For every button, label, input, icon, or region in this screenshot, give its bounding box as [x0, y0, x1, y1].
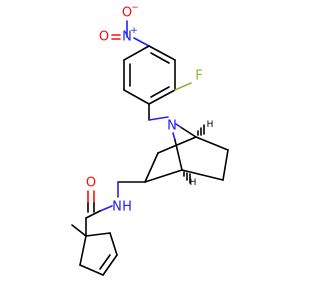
svg-text:H: H: [122, 200, 132, 215]
bridge-c7-bond: [181, 169, 224, 181]
stereo-hash-bottom: [183, 171, 191, 184]
cp-bond-3: [102, 254, 118, 276]
cp-bond-1: [85, 232, 111, 237]
methylcyclopentene: [71, 217, 118, 276]
ring-bond-6: [123, 45, 150, 61]
svg-text:N: N: [112, 200, 122, 215]
svg-text:N: N: [122, 30, 132, 45]
ring-bond-1: [148, 45, 176, 61]
stereo-h-bottom: H: [190, 178, 197, 188]
ring-bond-3: [148, 89, 176, 105]
ring-double-2: [150, 86, 170, 98]
svg-text:−: −: [131, 3, 139, 13]
bridge-c6-bond: [195, 136, 229, 151]
ring-c3-bond: [144, 152, 159, 183]
n-carbonyl-bond-c: [85, 210, 101, 219]
cp-bond-5: [79, 235, 87, 266]
atom-n-bridge: N: [167, 119, 177, 134]
fluorophenyl-ring: [123, 45, 176, 105]
structure-canvas: O − N + O F N H H N H O: [71, 3, 229, 276]
ring-bond-4: [123, 89, 150, 105]
atom-n-amide: N H: [112, 200, 132, 215]
atom-fluorine: F: [195, 69, 202, 84]
aryl-n-bond-n: [148, 116, 169, 121]
stereo-hash-top: [197, 124, 205, 136]
cp-bond-4: [79, 264, 104, 276]
svg-text:+: +: [130, 26, 138, 36]
nitro-group: [111, 20, 150, 47]
stereo-h-top: H: [207, 120, 214, 130]
cp-bond-2: [109, 232, 118, 256]
n-ring-bond: [133, 37, 150, 47]
ring-c2-bond: [157, 136, 197, 154]
atom-o-minus: O −: [122, 3, 139, 21]
molecule-diagram: O − N + O F N H H N H O: [71, 3, 229, 276]
ring-c4-bond: [144, 169, 183, 183]
n-carbonyl-bond: [99, 205, 113, 212]
bridge-c6-c7-bond: [222, 149, 229, 181]
c-f-bond: [174, 82, 192, 91]
n-bridgehead-bond-top-c: [181, 127, 197, 138]
cp-double-inner: [99, 254, 111, 270]
svg-text:O: O: [122, 6, 132, 21]
n-bridgehead-bond-top: [175, 123, 183, 129]
ring-double-1: [150, 52, 170, 64]
atom-o-amide: O: [86, 176, 96, 191]
n-bridgehead-bond-bottom: [172, 132, 176, 141]
tropane-bicycle: [144, 123, 229, 183]
methyl-bond: [71, 224, 87, 237]
atom-o-nitro: O: [99, 30, 109, 45]
atom-n-nitro: N +: [122, 26, 138, 45]
